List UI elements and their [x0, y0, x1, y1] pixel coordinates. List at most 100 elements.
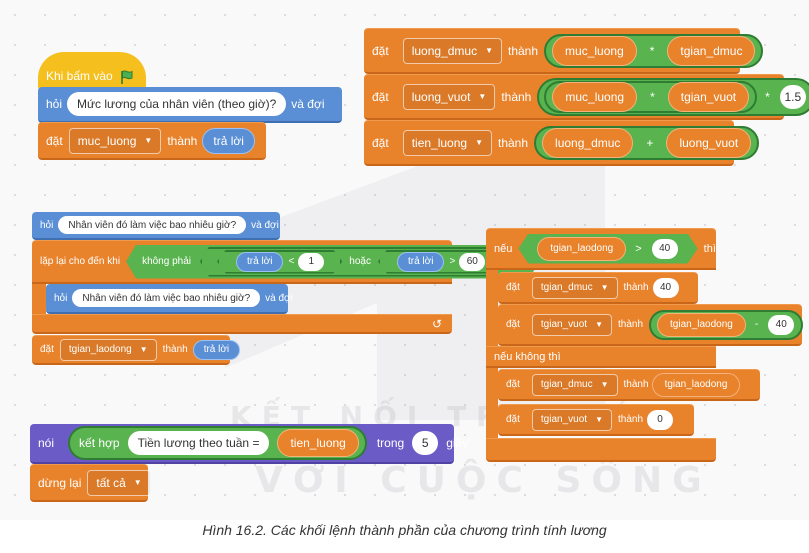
- repeat-bottom-arm: ↺: [32, 314, 452, 334]
- loop-arrow-icon: ↺: [431, 316, 442, 331]
- when-flag-clicked-block[interactable]: Khi bấm vào: [38, 52, 146, 92]
- variable-dropdown[interactable]: tien_luong▼: [402, 129, 492, 156]
- set-label: đặt: [372, 43, 389, 58]
- multiply-operator[interactable]: muc_luong * tgian_dmuc: [544, 33, 764, 68]
- answer-reporter[interactable]: trả lời: [236, 252, 283, 272]
- dropdown-arrow-icon: ▼: [139, 345, 148, 354]
- variable-dropdown[interactable]: luong_dmuc▼: [402, 37, 502, 64]
- min-value-input[interactable]: 1: [298, 253, 324, 271]
- multiply-operator-outer[interactable]: muc_luong * tgian_vuot * 1.5: [537, 77, 809, 116]
- value-input[interactable]: 0: [647, 409, 674, 430]
- if-else-block[interactable]: nếu tgian_laodong > 40 thì: [486, 228, 716, 270]
- ask-hours-inner-block[interactable]: hỏi Nhân viên đó làm việc bao nhiêu giờ?…: [46, 284, 293, 314]
- set-tgian-laodong-block[interactable]: đặt tgian_laodong▼ thành trả lời: [32, 335, 241, 365]
- variable-dropdown[interactable]: muc_luong▼: [68, 127, 162, 154]
- tgian-vuot-reporter[interactable]: tgian_vuot: [667, 81, 750, 112]
- set-muc-luong-block[interactable]: đặt muc_luong▼ thành trả lời: [38, 122, 266, 160]
- repeat-until-block[interactable]: lặp lại cho đến khi không phải trả lời <…: [32, 240, 452, 284]
- ask-wait-label: và đợi: [251, 219, 279, 231]
- set-to-label: thành: [508, 43, 539, 58]
- not-operator[interactable]: không phải trả lời < 1 hoặc trả lời > 60: [126, 245, 539, 279]
- set-label: đặt: [506, 319, 520, 330]
- variable-dropdown[interactable]: tgian_dmuc▼: [531, 276, 618, 299]
- ask-wait-label: và đợi: [291, 97, 325, 111]
- answer-reporter[interactable]: trả lời: [397, 252, 444, 272]
- ask-salary-block[interactable]: hỏi Mức lương của nhân viên (theo giờ)? …: [38, 87, 342, 123]
- tgian-dmuc-reporter[interactable]: tgian_dmuc: [667, 35, 756, 66]
- muc-luong-reporter[interactable]: muc_luong: [552, 35, 637, 66]
- answer-reporter[interactable]: trả lời: [202, 127, 255, 154]
- tgian-laodong-reporter[interactable]: tgian_laodong: [657, 312, 746, 337]
- set-to-label: thành: [501, 89, 532, 104]
- dropdown-arrow-icon: ▼: [485, 46, 493, 55]
- watermark-line-2: VỚI CUỘC SỐNG: [255, 460, 712, 501]
- variable-dropdown[interactable]: tgian_vuot▼: [531, 313, 612, 336]
- variable-dropdown[interactable]: luong_vuot▼: [402, 83, 496, 110]
- set-tgian-dmuc-laodong-block[interactable]: đặt tgian_dmuc ▼ thành tgian_laodong: [498, 369, 760, 401]
- tgian-laodong-reporter[interactable]: tgian_laodong: [537, 237, 626, 261]
- multiply-operator-inner[interactable]: muc_luong * tgian_vuot: [544, 80, 758, 113]
- if-left-arm-bottom: [486, 368, 498, 438]
- dropdown-arrow-icon: ▼: [144, 136, 153, 145]
- add-operator[interactable]: luong_dmuc + luong_vuot: [534, 125, 760, 160]
- stop-block[interactable]: dừng lại tất cả▼: [30, 464, 151, 502]
- set-tgian-vuot-diff-block[interactable]: đặt tgian_vuot▼ thành tgian_laodong - 40: [498, 304, 804, 346]
- variable-dropdown[interactable]: tgian_laodong▼: [59, 338, 157, 361]
- answer-reporter[interactable]: trả lời: [192, 339, 241, 360]
- join-operator[interactable]: kết hợp Tiền lương theo tuần = tien_luon…: [68, 426, 367, 460]
- set-tien-luong-block[interactable]: đặt tien_luong▼ thành luong_dmuc + luong…: [364, 120, 760, 166]
- luong-vuot-reporter[interactable]: luong_vuot: [666, 127, 752, 158]
- dropdown-arrow-icon: ▼: [133, 478, 142, 487]
- seconds-input[interactable]: 5: [412, 431, 439, 455]
- set-tgian-dmuc-40-block[interactable]: đặt tgian_dmuc▼ thành 40: [498, 272, 698, 304]
- or-operator[interactable]: trả lời < 1 hoặc trả lời > 60: [200, 247, 520, 277]
- set-to-label: thành: [167, 133, 198, 148]
- set-to-label: thành: [623, 282, 649, 293]
- set-luong-vuot-block[interactable]: đặt luong_vuot▼ thành muc_luong * tgian_…: [364, 74, 809, 120]
- value-input[interactable]: 40: [768, 314, 795, 335]
- variable-name: tgian_dmuc: [540, 379, 593, 390]
- repeat-left-arm: [32, 284, 46, 316]
- say-for-seconds-block[interactable]: nói kết hợp Tiền lương theo tuần = tien_…: [30, 424, 468, 464]
- green-flag-icon: [119, 69, 133, 84]
- value-input[interactable]: 40: [652, 277, 679, 298]
- greater-than-operator[interactable]: trả lời > 60: [378, 250, 503, 274]
- ask-question-input[interactable]: Mức lương của nhân viên (theo giờ)?: [67, 92, 287, 116]
- subtract-operator[interactable]: tgian_laodong - 40: [649, 309, 804, 340]
- ask-label: hỏi: [46, 97, 63, 111]
- set-luong-dmuc-block[interactable]: đặt luong_dmuc▼ thành muc_luong * tgian_…: [364, 28, 764, 74]
- ask-question-input[interactable]: Nhân viên đó làm việc bao nhiêu giờ?: [58, 216, 247, 234]
- tgian-laodong-reporter[interactable]: tgian_laodong: [651, 372, 741, 397]
- muc-luong-reporter[interactable]: muc_luong: [552, 81, 638, 112]
- variable-dropdown[interactable]: tgian_dmuc ▼: [531, 373, 618, 396]
- not-label: không phải: [142, 256, 191, 267]
- for-label: trong: [376, 436, 405, 450]
- join-text-input[interactable]: Tiền lương theo tuần =: [127, 431, 270, 455]
- set-label: đặt: [506, 282, 520, 293]
- ask-hours-block[interactable]: hỏi Nhân viên đó làm việc bao nhiêu giờ?…: [32, 212, 280, 240]
- greater-than-symbol: >: [449, 256, 456, 267]
- less-than-operator[interactable]: trả lời < 1: [217, 250, 342, 274]
- greater-than-operator[interactable]: tgian_laodong > 40: [518, 234, 697, 264]
- variable-dropdown[interactable]: tgian_vuot▼: [531, 408, 612, 431]
- max-value-input[interactable]: 60: [459, 253, 485, 271]
- ask-wait-label: và đợi: [265, 292, 293, 304]
- tien-luong-reporter[interactable]: tien_luong: [277, 429, 359, 457]
- less-than-symbol: <: [288, 256, 295, 267]
- set-to-label: thành: [623, 379, 649, 390]
- threshold-input[interactable]: 40: [652, 239, 678, 259]
- ask-question-input[interactable]: Nhân viên đó làm việc bao nhiêu giờ?: [72, 289, 261, 307]
- set-label: đặt: [372, 135, 389, 150]
- dropdown-arrow-icon: ▼: [600, 380, 609, 389]
- when-clicked-label: Khi bấm vào: [46, 69, 113, 83]
- figure-caption: Hình 16.2. Các khối lệnh thành phần của …: [202, 522, 607, 538]
- stop-option-dropdown[interactable]: tất cả▼: [87, 469, 151, 496]
- set-label: đặt: [506, 379, 520, 390]
- greater-than-symbol: >: [635, 242, 642, 255]
- set-tgian-vuot-0-block[interactable]: đặt tgian_vuot▼ thành 0: [498, 404, 694, 436]
- factor-input[interactable]: 1.5: [779, 84, 806, 109]
- multiply-symbol: *: [650, 89, 655, 104]
- luong-dmuc-reporter[interactable]: luong_dmuc: [542, 127, 634, 158]
- then-label: thì: [703, 242, 716, 255]
- dropdown-arrow-icon: ▼: [478, 92, 487, 101]
